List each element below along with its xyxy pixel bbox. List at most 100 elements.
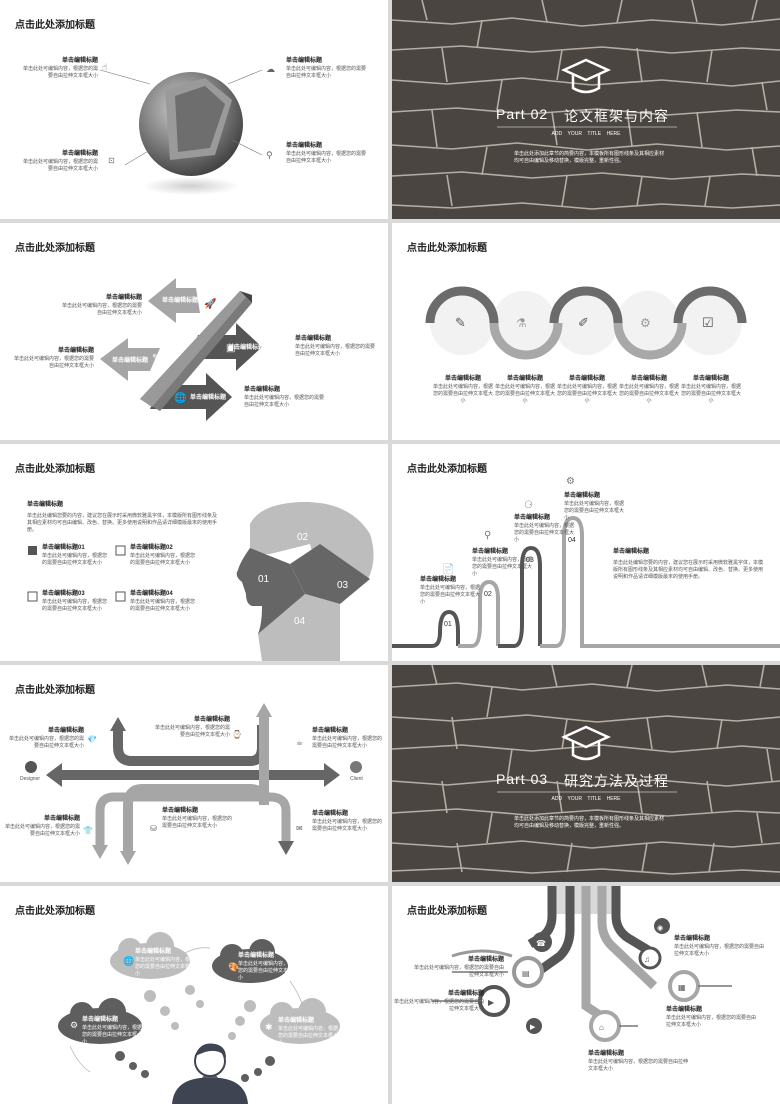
text-block: 单击编辑标题 单击此处可编辑内容，根据您的需要自由拉伸文本框大小 [666, 1007, 757, 1028]
wavy-timeline-graphic: 01 02 03 04 📄 ⚲ ⚆ ⚙ [392, 476, 780, 648]
text-block: 单击编辑标题03 单击此处可编辑内容，根据您的需要自由拉伸文本框大小 [42, 591, 108, 612]
section-desc: 单击此处添加此章节的简要内容，本模板所有图形线条及其相应素材均可自由编辑及移动替… [514, 151, 665, 164]
client-label: Client [350, 776, 363, 782]
text-block: 单击编辑标题 单击此处可编辑内容，根据您的需要自由拉伸文本框大小 [394, 991, 485, 1012]
text-block: 单击编辑标题 单击此处可编辑内容，根据您的需要自由拉伸文本框大小 [82, 1017, 143, 1045]
arrows-graphic: 🚀 ✎ ▣ 🌐 [100, 278, 262, 421]
text-block: 单击编辑标题 单击此处可编辑内容，根据您的需要自由拉伸文本框大小 [618, 376, 679, 404]
slide-title: 点击此处添加标题 [407, 243, 487, 254]
svg-text:📄: 📄 [442, 562, 454, 575]
part-number: Part 02 [496, 106, 549, 122]
slide-title: 点击此处添加标题 [15, 243, 95, 254]
svg-text:⚙: ⚙ [640, 316, 651, 330]
svg-text:02: 02 [484, 591, 492, 598]
svg-text:☕: ☕ [296, 738, 303, 747]
text-block: 单击编辑标题 单击此处可编辑内容，根据您的需要自由拉伸文本框大小 [295, 336, 376, 357]
text-block: 单击编辑标题 单击此处可编辑内容，根据您的需要自由拉伸文本框大小 [432, 376, 493, 404]
svg-text:⚙: ⚙ [566, 476, 575, 487]
svg-text:⊡: ⊡ [108, 156, 115, 165]
text-block: 单击编辑标题 单击此处可编辑内容，根据您的需要自由拉伸文本框大小 [472, 549, 533, 577]
svg-text:🎨: 🎨 [228, 961, 239, 972]
text-block: 单击编辑标题 单击此处可编辑内容，根据您的需要自由拉伸文本框大小 [564, 493, 625, 521]
slide-3[interactable]: 点击此处添加标题 🚀 ✎ ▣ 🌐 单击编辑标题 单击此处可编辑内容，根据您的需要… [0, 223, 388, 440]
section-title: 研究方法及过程 [564, 773, 669, 789]
sphere-graphic: ☝ ☁ ⊡ ⚲ [99, 62, 275, 195]
text-block: 单击编辑标题 单击此处可编辑内容，根据您的需要自由拉伸文本框大小 [312, 728, 383, 749]
svg-text:01: 01 [258, 574, 270, 585]
svg-text:⚗: ⚗ [516, 316, 527, 330]
svg-text:✱: ✱ [265, 1022, 273, 1032]
text-block: 单击编辑标题 单击此处可编辑内容，根据您的需要自由拉伸文本框大小 [680, 376, 741, 404]
graduation-cap-icon [497, 58, 677, 128]
slide-2-section[interactable]: Part 02 论文框架与内容 ADD YOUR TITLE HERE 单击此处… [392, 0, 780, 219]
stone-wall-background [392, 0, 780, 210]
text-block: 单击编辑标题 单击此处可编辑内容，根据您的需要自由拉伸文本框大小 [312, 811, 383, 832]
text-block: 单击编辑标题 单击此处可编辑内容，根据您的需要自由拉伸文本框大小 [22, 151, 98, 172]
text-block: 单击编辑标题 单击此处可编辑内容，根据您的需要自由拉伸文本框大小 [154, 717, 230, 738]
section-subtitle: ADD YOUR TITLE HERE [551, 796, 621, 802]
svg-text:▦: ▦ [678, 983, 686, 992]
text-block: 单击编辑标题 单击此处可编辑内容，根据您的需要自由拉伸文本框大小 [162, 808, 233, 829]
svg-text:⌂: ⌂ [599, 1023, 604, 1032]
text-block: 单击编辑标题 单击此处可编辑内容，根据您的需要自由拉伸文本框大小 [4, 816, 80, 837]
crossing-arrows-graphic: 💎 ⌚ ☕ 👕 ⛁ ✉ [25, 703, 362, 865]
slide-title: 点击此处添加标题 [15, 464, 95, 475]
svg-text:☎: ☎ [536, 939, 546, 948]
main-text-block: 单击编辑标题 单击此处编辑您要的内容，建议您在展示时采用微软雅黑字体，本模版所有… [613, 549, 764, 580]
text-block: 单击编辑标题 单击此处可编辑内容，根据您的需要自由拉伸文本框大小 [514, 515, 575, 543]
part-number: Part 03 [496, 771, 549, 787]
slide-title: 点击此处添加标题 [15, 906, 95, 917]
svg-text:⛁: ⛁ [150, 824, 157, 833]
text-block: 单击编辑标题 单击此处可编辑内容，根据您的需要自由拉伸文本框大小 [135, 949, 196, 977]
svg-text:♫: ♫ [644, 955, 650, 964]
svg-text:☝: ☝ [102, 62, 107, 72]
slide-10[interactable]: 点击此处添加标题 ▤ ▶ ⌂ ▦ ☎ ♫ ◉ ▶ 单击编辑标题 单击此处可编辑内… [392, 886, 780, 1104]
svg-text:▣: ▣ [226, 343, 235, 354]
svg-text:✎: ✎ [152, 353, 160, 364]
svg-text:04: 04 [568, 537, 576, 544]
svg-text:☁: ☁ [266, 64, 275, 74]
text-block: 单击编辑标题02 单击此处可编辑内容，根据您的需要自由拉伸文本框大小 [130, 545, 196, 566]
slide-9[interactable]: 点击此处添加标题 🌐 🎨 ⚙ ✱ 单击编辑标题 单击此处可编辑内容，根据您的需要… [0, 886, 388, 1104]
puzzle-head-graphic: 01 02 03 04 [27, 502, 374, 661]
text-block: 单击编辑标题 单击此处可编辑内容，根据您的需要自由拉伸文本框大小 [556, 376, 617, 404]
svg-text:03: 03 [337, 580, 349, 591]
slide-title: 点击此处添加标题 [407, 464, 487, 475]
svg-text:⌚: ⌚ [232, 729, 242, 739]
text-block: 单击编辑标题01 单击此处可编辑内容，根据您的需要自由拉伸文本框大小 [42, 545, 108, 566]
svg-text:⚲: ⚲ [266, 150, 273, 160]
text-block: 单击编辑标题 单击此处可编辑内容，根据您的需要自由拉伸文本框大小 [244, 387, 325, 408]
svg-text:🌐: 🌐 [174, 391, 186, 404]
text-block: 单击编辑标题 单击此处可编辑内容，根据您的需要自由拉伸文本框大小 [286, 58, 367, 79]
svg-text:02: 02 [297, 532, 309, 543]
slide-title: 点击此处添加标题 [15, 685, 95, 696]
svg-text:💎: 💎 [87, 735, 97, 744]
slide-8-section[interactable]: Part 03 研究方法及过程 ADD YOUR TITLE HERE 单击此处… [392, 665, 780, 882]
slide-1[interactable]: 点击此处添加标题 ☝ ☁ ⊡ ⚲ 单击编辑标题 单击此处可编辑内容，根据您的需要… [0, 0, 388, 219]
text-block: 单击编辑标题 单击此处可编辑内容，根据您的需要自由拉伸文本框大小 [13, 348, 94, 369]
svg-text:▶: ▶ [530, 1024, 536, 1031]
thought-clouds-graphic: 🌐 🎨 ⚙ ✱ [58, 932, 340, 1104]
text-block: 单击编辑标题 单击此处可编辑内容，根据您的需要自由拉伸文本框大小 [674, 936, 765, 957]
text-block: 单击编辑标题 单击此处可编辑内容，根据您的需要自由拉伸文本框大小 [588, 1051, 689, 1072]
text-block: 单击编辑标题 单击此处可编辑内容，根据您的需要自由拉伸文本框大小 [278, 1018, 339, 1046]
section-title: 论文框架与内容 [564, 108, 669, 124]
slide-6[interactable]: 点击此处添加标题 01 02 03 04 📄 ⚲ ⚆ ⚙ 单击编辑标题 单击此处… [392, 444, 780, 661]
slide-7[interactable]: 点击此处添加标题 💎 ⌚ ☕ 👕 ⛁ ✉ Designer Client 单击编… [0, 665, 388, 882]
main-text-block: 单击编辑标题 单击此处编辑您要的内容，建议您在展示时采用微软雅黑字体，本模版所有… [27, 502, 218, 533]
text-block: 单击编辑标题 单击此处可编辑内容，根据您的需要自由拉伸文本框大小 [286, 143, 367, 164]
slide-4[interactable]: 点击此处添加标题 ✎ ⚗ ✐ ⚙ ☑ 单击编辑标题 单击此处可编辑内容，根据您的… [392, 223, 780, 440]
svg-text:04: 04 [294, 616, 306, 627]
section-desc: 单击此处添加此章节的简要内容，本模板所有图形线条及其相应素材均可自由编辑及移动替… [514, 816, 665, 829]
text-block: 单击编辑标题 单击此处可编辑内容，根据您的需要自由拉伸文本框大小 [494, 376, 555, 404]
text-block: 单击编辑标题 单击此处可编辑内容，根据您的需要自由拉伸文本框大小 [8, 728, 84, 749]
svg-text:🌐: 🌐 [123, 955, 134, 966]
svg-text:👕: 👕 [83, 826, 93, 835]
svg-text:⚲: ⚲ [484, 530, 491, 541]
svg-text:▤: ▤ [522, 969, 530, 978]
text-block: 单击编辑标题 单击此处可编辑内容，根据您的需要自由拉伸文本框大小 [414, 957, 505, 978]
svg-text:⚙: ⚙ [70, 1020, 78, 1030]
text-block: 单击编辑标题 单击此处可编辑内容，根据您的需要自由拉伸文本框大小 [61, 295, 142, 316]
text-block: 单击编辑标题 单击此处可编辑内容，根据您的需要自由拉伸文本框大小 [238, 953, 299, 981]
slide-5[interactable]: 点击此处添加标题 单击编辑标题 单击此处编辑您要的内容，建议您在展示时采用微软雅… [0, 444, 388, 661]
